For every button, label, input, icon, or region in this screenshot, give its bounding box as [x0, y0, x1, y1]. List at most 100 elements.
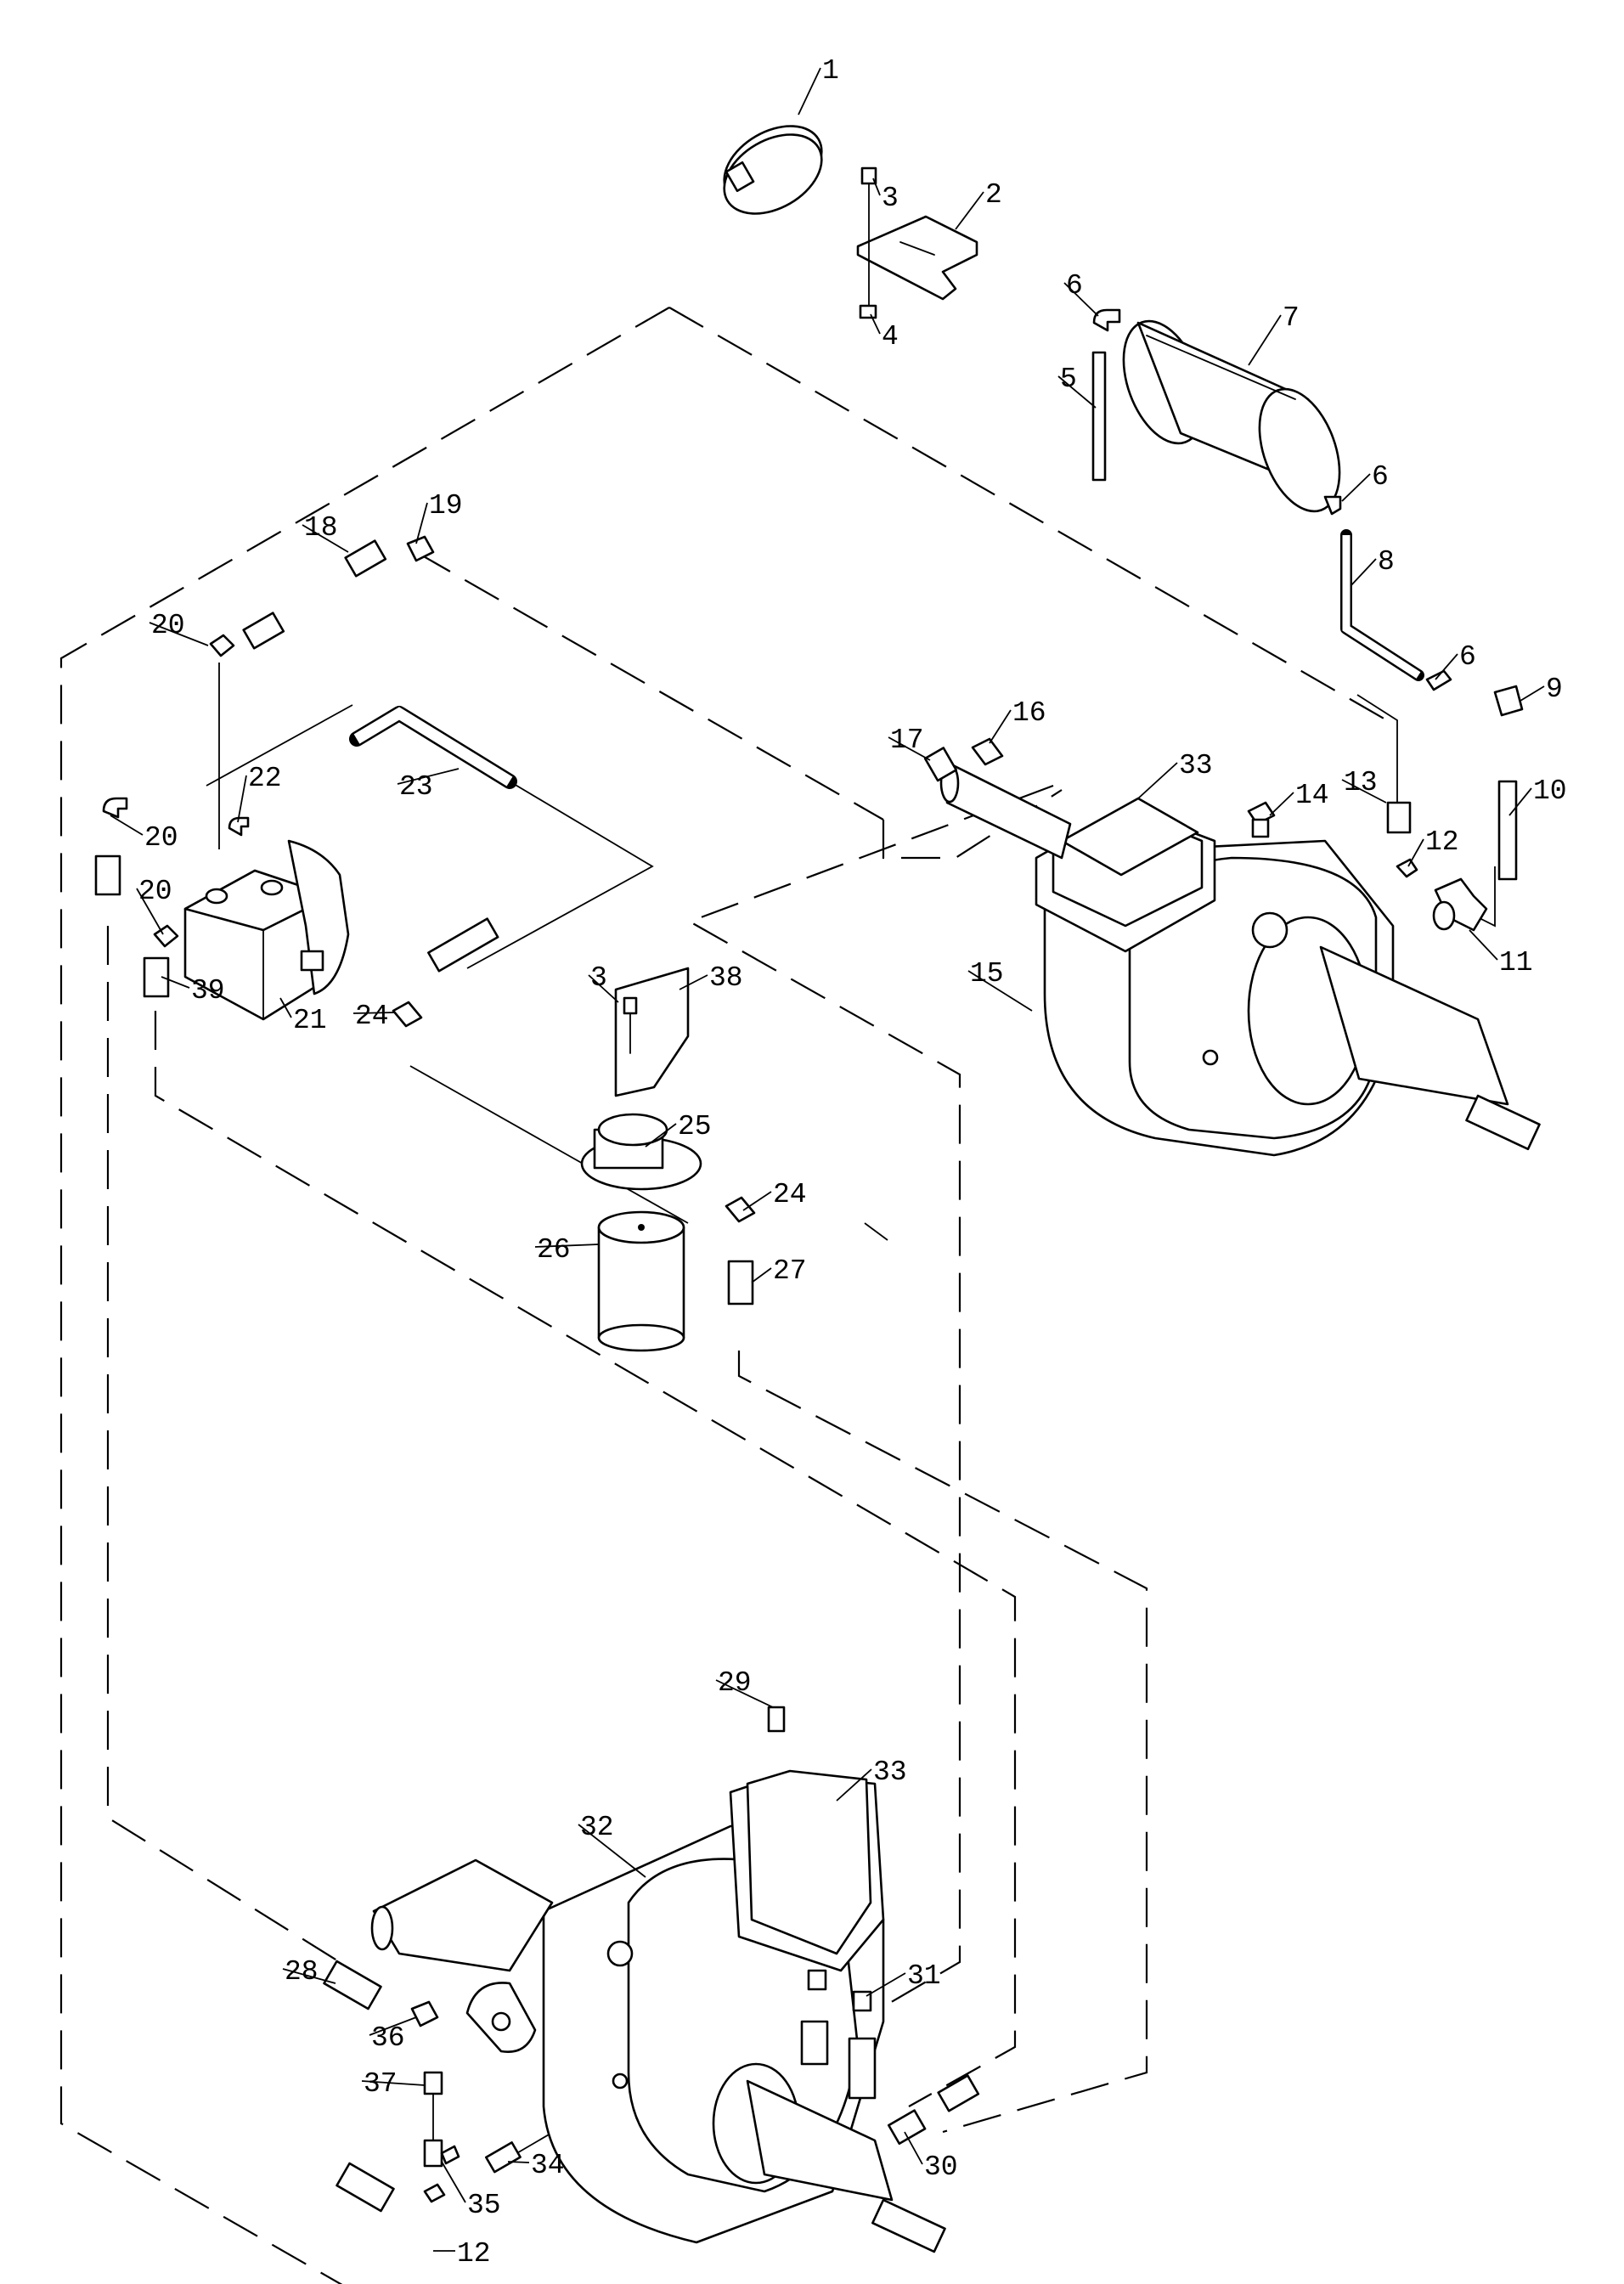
cap-part [1493, 685, 1524, 717]
reservoir-tank-part [1122, 319, 1341, 513]
callout-leader [302, 524, 349, 553]
callout-leader [872, 178, 881, 196]
filter-cartridge-part [597, 1210, 685, 1352]
callout-leader [1269, 792, 1294, 816]
pipe-nipple-part [484, 2141, 522, 2174]
shaft-part [939, 763, 1072, 860]
hose-part [349, 706, 517, 973]
callout-leader [1435, 653, 1458, 680]
elbow-fitting-part [228, 816, 250, 837]
callout-number: 19 [429, 490, 463, 522]
callout-number: 24 [355, 1001, 389, 1032]
callout-number: 33 [873, 1757, 907, 1788]
callout-number: 4 [882, 321, 899, 352]
callout-leader [866, 1972, 906, 1997]
callout-leader [989, 709, 1012, 744]
callout-number: 14 [1295, 780, 1329, 811]
callout-leader [237, 775, 247, 823]
cover-plate-part [729, 1769, 885, 1972]
callout-number: 3 [882, 183, 899, 214]
adapter-fitting-part [727, 1260, 754, 1306]
elbow-fitting-part [410, 2000, 439, 2027]
callout-leader [1057, 375, 1097, 409]
callout-number: 27 [773, 1255, 807, 1287]
callout-number: 11 [1499, 947, 1533, 978]
callout-leader [441, 2161, 466, 2203]
tube-part-5 [1091, 351, 1107, 482]
bolt-part [623, 996, 638, 1054]
pump-block-part [183, 839, 350, 1021]
drain-plug-part [1247, 801, 1276, 838]
adapter-fitting-part [923, 747, 958, 782]
callout-number: 13 [1344, 767, 1378, 798]
callout-number: 17 [890, 725, 924, 756]
gauge-part [423, 2071, 443, 2141]
elbow-fitting-part [1092, 308, 1121, 332]
callout-leader [967, 970, 1033, 1012]
tee-fitting-part [423, 2139, 460, 2168]
filter-bracket-part [614, 967, 690, 1097]
elbow-fitting-part [392, 1001, 423, 1028]
callout-number: 7 [1283, 302, 1300, 334]
elbow-fitting-part [153, 924, 179, 948]
elbow-fitting-part [102, 797, 128, 819]
callout-leader [1508, 787, 1532, 816]
callout-leader [149, 622, 209, 646]
callout-leader [534, 1244, 600, 1248]
callout-number: 38 [709, 962, 743, 994]
callout-number: 16 [1012, 697, 1046, 729]
callout-number: 36 [371, 2022, 405, 2054]
callout-number: 1 [822, 55, 839, 87]
callout-number: 10 [1533, 775, 1567, 807]
callout-leader [645, 1123, 677, 1148]
callout-number: 9 [1546, 674, 1563, 705]
callout-leader [161, 976, 190, 989]
bent-tube-part [1340, 529, 1424, 681]
elbow-fitting-part [971, 737, 1004, 766]
callout-leader [1063, 282, 1099, 317]
callout-number: 32 [580, 1812, 614, 1843]
callout-leader [352, 1012, 396, 1014]
hose-assembly-part [323, 1960, 395, 2213]
elbow-fitting-part [209, 634, 235, 657]
callout-number: 18 [304, 512, 338, 544]
mounting-bracket-part [856, 215, 978, 301]
callout-number: 35 [467, 2190, 501, 2221]
callout-leader [1341, 473, 1371, 502]
callout-number: 39 [191, 975, 225, 1007]
adapter-fitting-part [887, 2074, 980, 2146]
elbow-fitting-part [725, 1196, 756, 1223]
callout-number: 12 [457, 2238, 491, 2270]
nut-part [859, 304, 877, 319]
callout-number: 33 [1179, 750, 1213, 781]
callout-labels: 1233456667891011121213141516171819202020… [110, 55, 1567, 2270]
callout-leader [1407, 838, 1424, 867]
callout-number: 15 [970, 958, 1004, 990]
callout-leader [588, 974, 619, 1003]
callout-number: 28 [285, 1956, 319, 1988]
callout-leader [904, 2131, 923, 2165]
callout-number: 3 [590, 962, 607, 994]
callout-leader [397, 768, 460, 785]
callout-leader [798, 67, 821, 116]
elbow-fitting-part [1323, 495, 1342, 516]
callout-leader [715, 1679, 774, 1708]
tee-fitting-part [1432, 877, 1488, 932]
callout-number: 31 [907, 1960, 941, 1992]
callout-number: 12 [1425, 826, 1459, 858]
callout-leader [578, 1824, 646, 1878]
callout-leader [955, 191, 984, 230]
callout-leader [415, 502, 428, 544]
callout-number: 20 [144, 822, 178, 854]
callout-leader [751, 1267, 772, 1283]
callout-number: 23 [399, 771, 433, 803]
callout-number: 34 [531, 2150, 565, 2181]
callout-number: 25 [678, 1111, 712, 1142]
callout-leader [836, 1768, 872, 1802]
elbow-fitting-part [1396, 858, 1418, 878]
filter-head-part [580, 1113, 702, 1191]
callout-number: 30 [924, 2151, 958, 2183]
pipe-nipple-part [1497, 780, 1518, 881]
callout-leader [1350, 558, 1377, 587]
callout-number: 6 [1372, 461, 1389, 493]
